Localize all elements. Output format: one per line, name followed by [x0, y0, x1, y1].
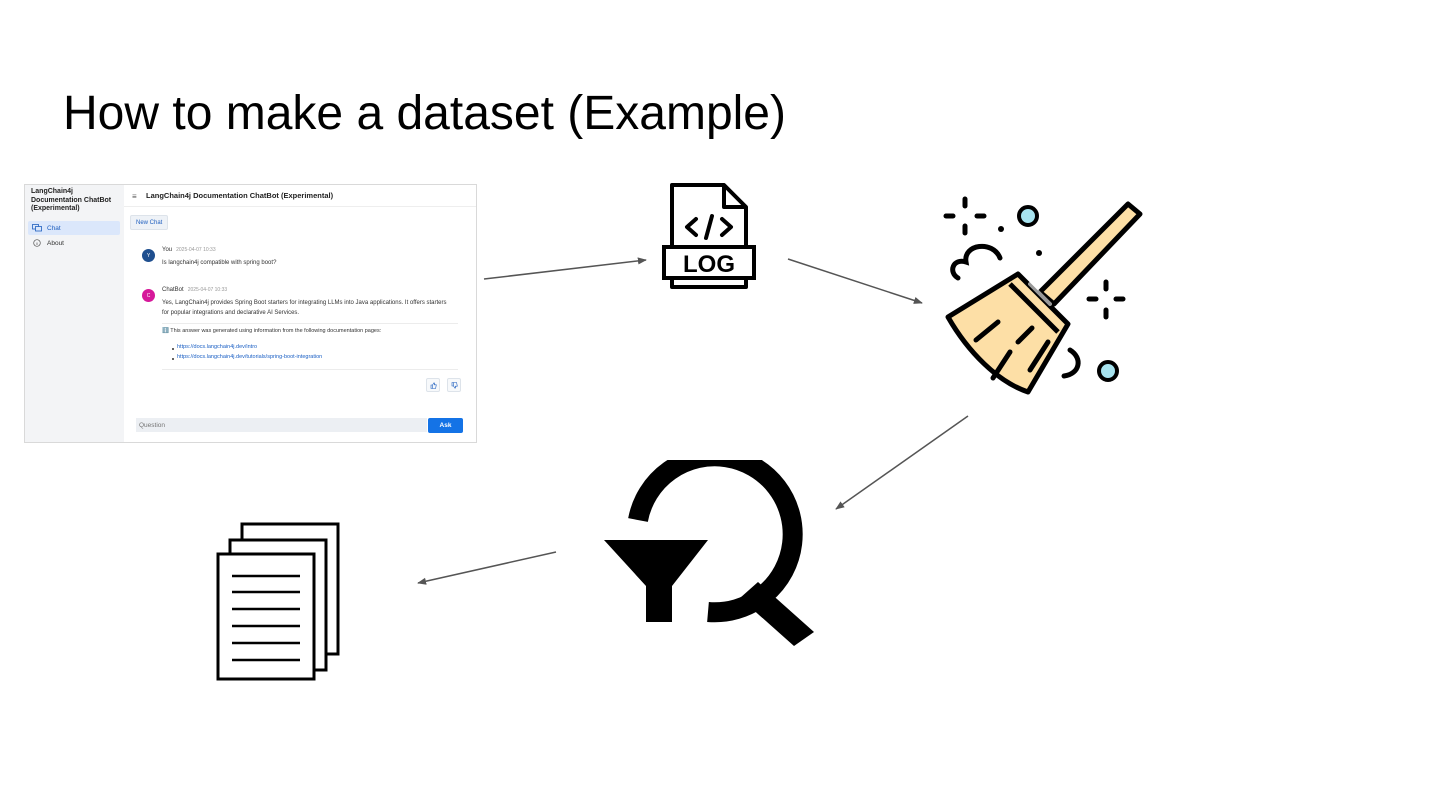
list-bullet — [172, 358, 174, 360]
chat-icon — [32, 224, 42, 232]
filter-search-icon — [604, 460, 814, 646]
thumbs-up-icon — [430, 381, 437, 389]
arrow-filter-to-dataset — [417, 551, 557, 585]
slide-title: How to make a dataset (Example) — [63, 87, 786, 140]
arrow-screenshot-to-log — [483, 257, 647, 280]
sidebar: LangChain4j Documentation ChatBot (Exper… — [25, 185, 124, 442]
thumbs-down-button[interactable] — [447, 378, 461, 392]
sidebar-item-chat[interactable]: Chat — [28, 221, 120, 235]
sidebar-item-label: Chat — [47, 224, 61, 232]
log-file-icon: LOG — [662, 183, 756, 289]
bot-message-line: Yes, LangChain4j provides Spring Boot st… — [162, 300, 447, 306]
message-divider — [162, 369, 458, 370]
header-title: LangChain4j Documentation ChatBot (Exper… — [146, 191, 334, 200]
source-note: ℹ️ This answer was generated using infor… — [162, 328, 382, 334]
header-divider — [124, 206, 476, 207]
documents-stack-icon — [216, 522, 340, 681]
user-avatar: Y — [142, 249, 155, 262]
source-link[interactable]: https://docs.langchain4j.dev/tutorials/s… — [177, 354, 323, 360]
thumbs-down-icon — [451, 381, 458, 389]
question-input[interactable] — [136, 418, 427, 432]
new-chat-button[interactable]: New Chat — [130, 215, 169, 230]
ask-button[interactable]: Ask — [428, 418, 463, 433]
list-bullet — [172, 348, 174, 350]
user-timestamp: 2025-04-07 10:33 — [176, 247, 216, 253]
thumbs-up-button[interactable] — [426, 378, 440, 392]
bot-avatar: C — [142, 289, 155, 302]
broom-cleaning-icon — [943, 196, 1143, 395]
bot-name: ChatBot — [162, 287, 184, 293]
sidebar-item-about[interactable]: About — [28, 236, 120, 250]
log-label: LOG — [683, 251, 735, 278]
source-link[interactable]: https://docs.langchain4j.dev/intro — [177, 344, 258, 350]
hamburger-menu-icon[interactable]: ≡ — [132, 192, 137, 201]
arrow-log-to-clean — [787, 258, 923, 304]
bot-timestamp: 2025-04-07 10:33 — [187, 287, 228, 293]
sidebar-item-label: About — [47, 239, 64, 247]
sidebar-brand: LangChain4j Documentation ChatBot (Exper… — [31, 188, 112, 212]
user-message-text: Is langchain4j compatible with spring bo… — [162, 260, 277, 266]
chatbot-screenshot: LangChain4j Documentation ChatBot (Exper… — [24, 184, 477, 443]
arrow-clean-to-filter — [835, 415, 969, 510]
message-divider — [162, 323, 458, 324]
bot-message-line: for popular integrations and declarative… — [162, 310, 300, 316]
user-name: You — [162, 247, 173, 253]
info-icon — [32, 239, 42, 247]
